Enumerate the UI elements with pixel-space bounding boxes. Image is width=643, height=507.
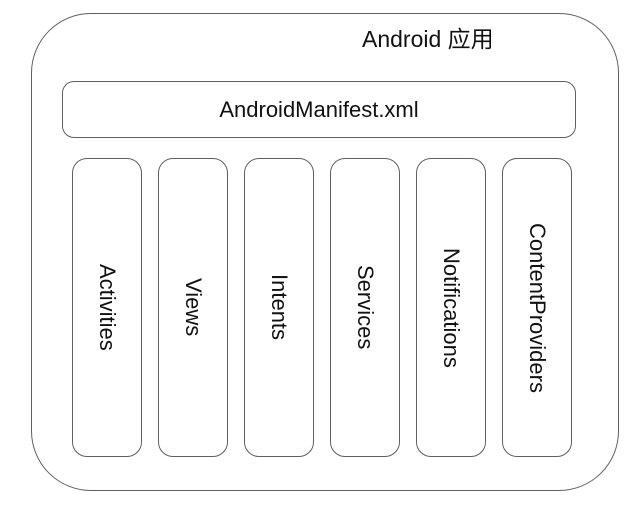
component-intents-label: Intents [267,274,292,341]
component-notifications-label: Notifications [439,247,464,368]
component-views-label: Views [181,278,206,337]
component-services: Services [330,158,400,457]
component-activities: Activities [72,158,142,457]
component-intents: Intents [244,158,314,457]
component-services-label: Services [353,265,378,350]
component-notifications: Notifications [416,158,486,457]
component-activities-label: Activities [95,264,120,351]
manifest-box: AndroidManifest.xml [62,81,576,138]
diagram-title: Android 应用 [362,26,494,52]
component-contentproviders-label: ContentProviders [525,222,550,393]
component-contentproviders: ContentProviders [502,158,572,457]
component-views: Views [158,158,228,457]
manifest-label: AndroidManifest.xml [219,96,419,122]
